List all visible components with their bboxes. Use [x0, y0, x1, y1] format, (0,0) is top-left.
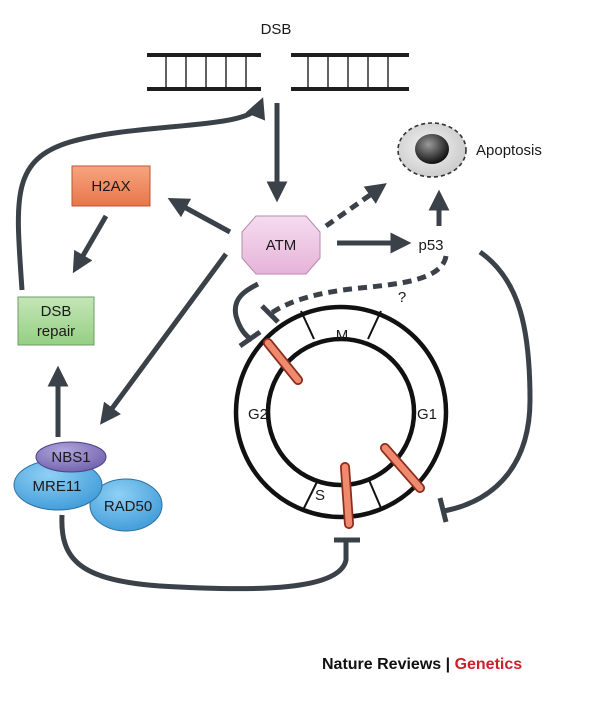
- dsb-label: DSB: [261, 21, 292, 38]
- apoptosis-label: Apoptosis: [476, 142, 542, 159]
- credit-separator: |: [445, 656, 451, 673]
- inhibition-bar-atm-g2m: [238, 329, 262, 349]
- nbs1-ellipse: [35, 441, 107, 473]
- phase-g2-label: G2: [248, 406, 268, 423]
- p53-label: p53: [418, 237, 443, 254]
- rad50-label: RAD50: [104, 498, 152, 515]
- question-mark: ?: [398, 289, 406, 306]
- g2-m-checkpoint-bar: [263, 338, 303, 385]
- h2ax-box: [71, 165, 151, 207]
- s-phase-checkpoint-bar: [340, 462, 354, 529]
- nbs1-label: NBS1: [51, 449, 90, 466]
- g1-s-checkpoint-bar: [380, 443, 425, 493]
- phase-g1-label: G1: [417, 406, 437, 423]
- arrow-atm-to-h2ax: [167, 197, 232, 235]
- inhibition-mrn-to-s: [59, 514, 349, 592]
- checkpoint-bars: [263, 338, 425, 529]
- cell-cycle-wheel: [233, 304, 449, 520]
- inhibition-bar-p53-g2m: [260, 304, 280, 324]
- inhibition-p53-to-g1s: [443, 249, 533, 514]
- journal-name: Nature Reviews: [322, 656, 442, 673]
- dashed-arrow-atm-to-apoptosis: [324, 183, 387, 229]
- inhibition-bar-p53-g1s: [437, 497, 449, 523]
- journal-credit: Nature Reviews | Genetics: [322, 656, 582, 674]
- phase-s-label: S: [315, 487, 325, 504]
- dsb-repair-label-line1: DSB: [41, 303, 72, 320]
- inhibition-atm-to-g2m: [232, 281, 260, 343]
- atm-label: ATM: [266, 237, 297, 254]
- phase-m-label: M: [336, 327, 349, 344]
- h2ax-label: H2AX: [91, 178, 130, 195]
- apoptotic-cell-icon: [397, 122, 467, 178]
- journal-section: Genetics: [454, 656, 523, 673]
- arrow-atm-to-nbs1: [100, 252, 229, 425]
- atm-node: [241, 215, 321, 275]
- mre11-label: MRE11: [33, 478, 82, 495]
- arrow-repair-to-dsb: [15, 97, 266, 291]
- dsb-repair-box: [17, 296, 95, 346]
- broken-dna-ladder: [147, 53, 409, 91]
- dsb-repair-label-line2: repair: [37, 323, 75, 340]
- rad50-ellipse: [89, 478, 163, 532]
- mrn-complex: [13, 441, 163, 532]
- dashed-inhibition-p53-to-g2m: [268, 255, 449, 317]
- arrow-h2ax-to-repair: [72, 214, 109, 274]
